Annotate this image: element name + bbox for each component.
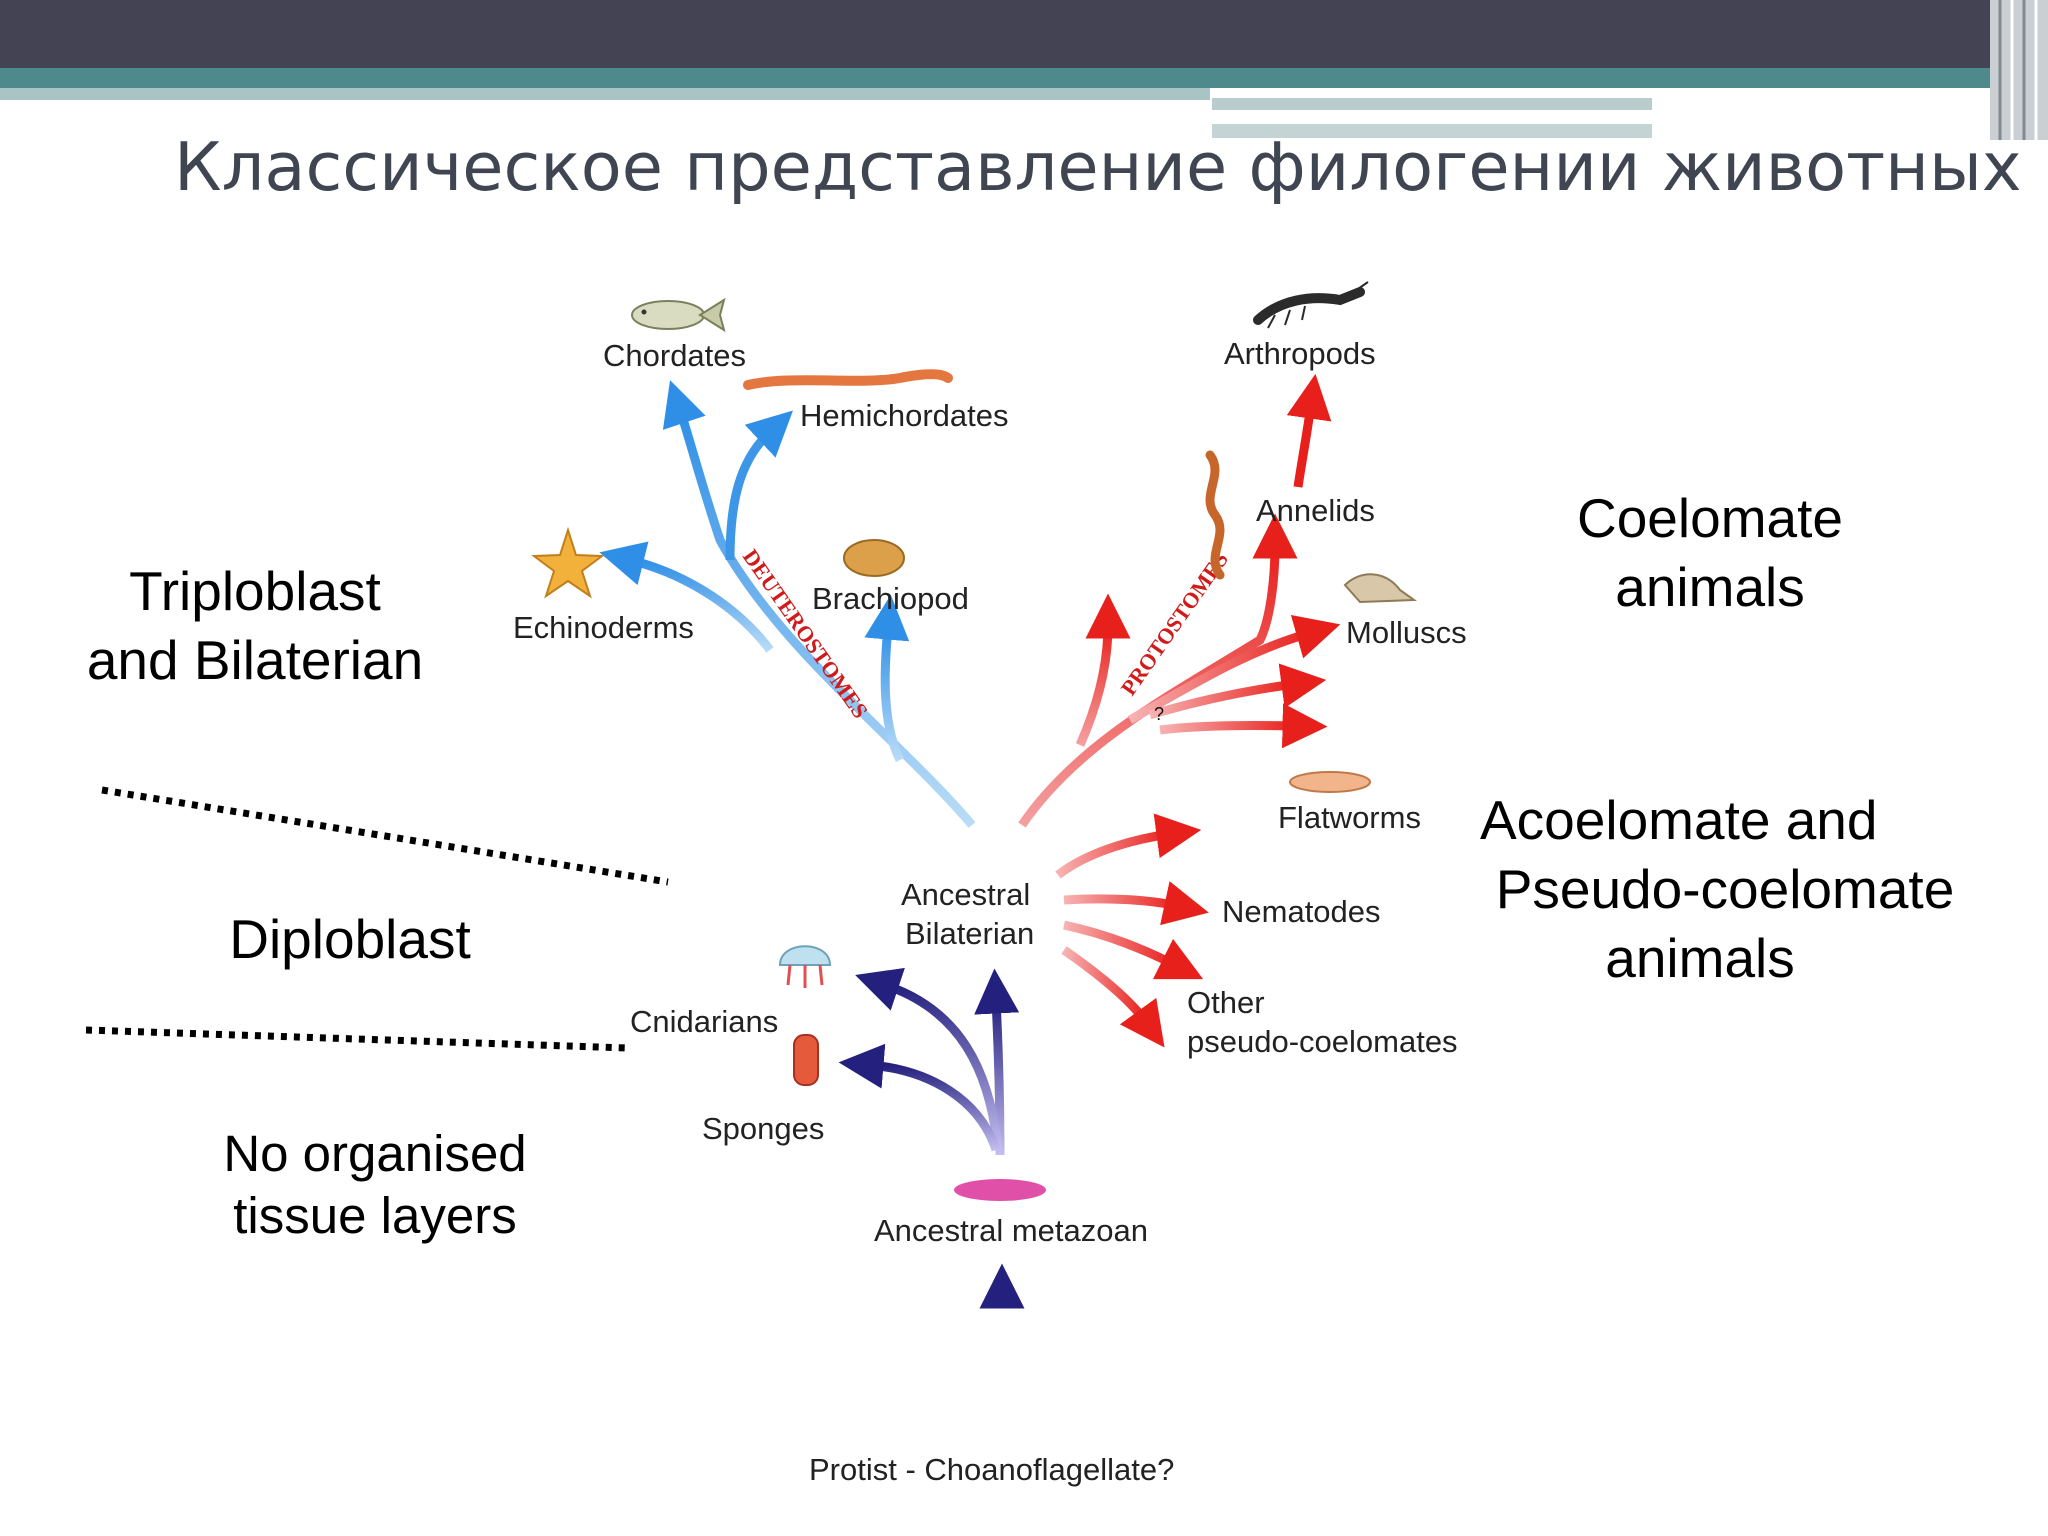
annotation-coelomate-line1: Coelomate [1577, 487, 1843, 549]
header-light-bar-right [1212, 98, 1652, 110]
annotation-coelomate-line2: animals [1615, 556, 1805, 618]
annotation-acoelomate-line3: animals [1605, 927, 1795, 989]
starfish-icon [531, 526, 605, 599]
slide-title: Классическое представление филогении жив… [174, 128, 2022, 206]
question-mark: ? [1154, 704, 1164, 724]
label-arthropods: Arthropods [1224, 336, 1376, 371]
annotation-acoelomate: Acoelomate and Pseudo-coelomate animals [1480, 786, 1970, 993]
branch-brachiopod [864, 594, 910, 763]
label-echinoderms: Echinoderms [513, 610, 694, 645]
branch-other-a [1063, 920, 1204, 980]
label-cnidarians: Cnidarians [630, 1004, 779, 1039]
header-teal-bar [0, 68, 2048, 88]
annotation-triploblast-line1: Triploblast [129, 560, 381, 622]
branch-deuterostome-trunk [662, 380, 976, 828]
branch-coelomate-a [1148, 663, 1327, 720]
label-annelids: Annelids [1256, 493, 1375, 528]
label-protist: Protist - Choanoflagellate? [809, 1452, 1175, 1487]
jellyfish-icon [778, 945, 832, 988]
separator-triploblast-diploblast [101, 786, 669, 886]
label-chordates: Chordates [603, 338, 747, 373]
separator-diploblast-none [85, 1026, 629, 1052]
annotation-no-tissue-line1: No organised [223, 1125, 527, 1182]
shrimp-icon [1253, 281, 1369, 329]
annelid-icon [1205, 450, 1225, 580]
annotation-diploblast: Diploblast [229, 908, 471, 970]
branch-other-b [1061, 946, 1165, 1048]
snail-icon [1343, 573, 1417, 604]
header-light-bar-left [0, 88, 1210, 100]
label-brachiopod: Brachiopod [812, 581, 969, 616]
label-flatworms: Flatworms [1278, 800, 1421, 835]
label-other-line1: Other [1187, 985, 1265, 1020]
annotation-coelomate: Coelomate animals [1550, 484, 1870, 622]
label-ancestral-bilaterian-line1: Ancestral [901, 877, 1031, 912]
label-molluscs: Molluscs [1346, 615, 1467, 650]
label-other-line2: pseudo-coelomates [1187, 1024, 1458, 1059]
label-hemichordates: Hemichordates [800, 398, 1009, 433]
annotation-acoelomate-line2: Pseudo-coelomate [1495, 858, 1955, 920]
branch-coelomate-b [1159, 703, 1328, 749]
header-bars [0, 0, 2048, 140]
label-ancestral-bilaterian-line2: Bilaterian [905, 916, 1035, 951]
branch-coelomate-left [1075, 593, 1131, 747]
flatworm-icon [1289, 771, 1371, 793]
metazoan-icon [954, 1179, 1046, 1201]
annotation-no-tissue: No organised tissue layers [210, 1123, 540, 1247]
annotation-acoelomate-line1: Acoelomate and [1480, 789, 1878, 851]
label-ancestral-metazoan: Ancestral metazoan [874, 1213, 1148, 1248]
branch-sponges [838, 1043, 1001, 1152]
label-nematodes: Nematodes [1222, 894, 1381, 929]
annotation-triploblast-line2: and Bilaterian [86, 629, 424, 691]
annotation-no-tissue-line2: tissue layers [233, 1187, 517, 1244]
header-dark-bar [0, 0, 2048, 68]
sponge-icon [793, 1034, 819, 1086]
branch-nematodes [1063, 881, 1209, 926]
acorn-worm-icon [743, 369, 953, 390]
branch-molluscs [1127, 615, 1341, 724]
branch-protostome-trunk [1018, 513, 1298, 828]
branch-cnidarians [855, 967, 1003, 1151]
fish-icon [631, 297, 726, 333]
annotation-triploblast: Triploblast and Bilaterian [70, 557, 440, 695]
header-light-bar-right2 [1212, 124, 1652, 138]
branch-arthropods [1286, 373, 1332, 488]
branch-hemichordates [725, 410, 794, 561]
branch-flatworms [1055, 813, 1202, 879]
label-sponges: Sponges [702, 1111, 825, 1146]
brachiopod-icon [843, 539, 905, 577]
branch-echinoderms [599, 541, 774, 653]
